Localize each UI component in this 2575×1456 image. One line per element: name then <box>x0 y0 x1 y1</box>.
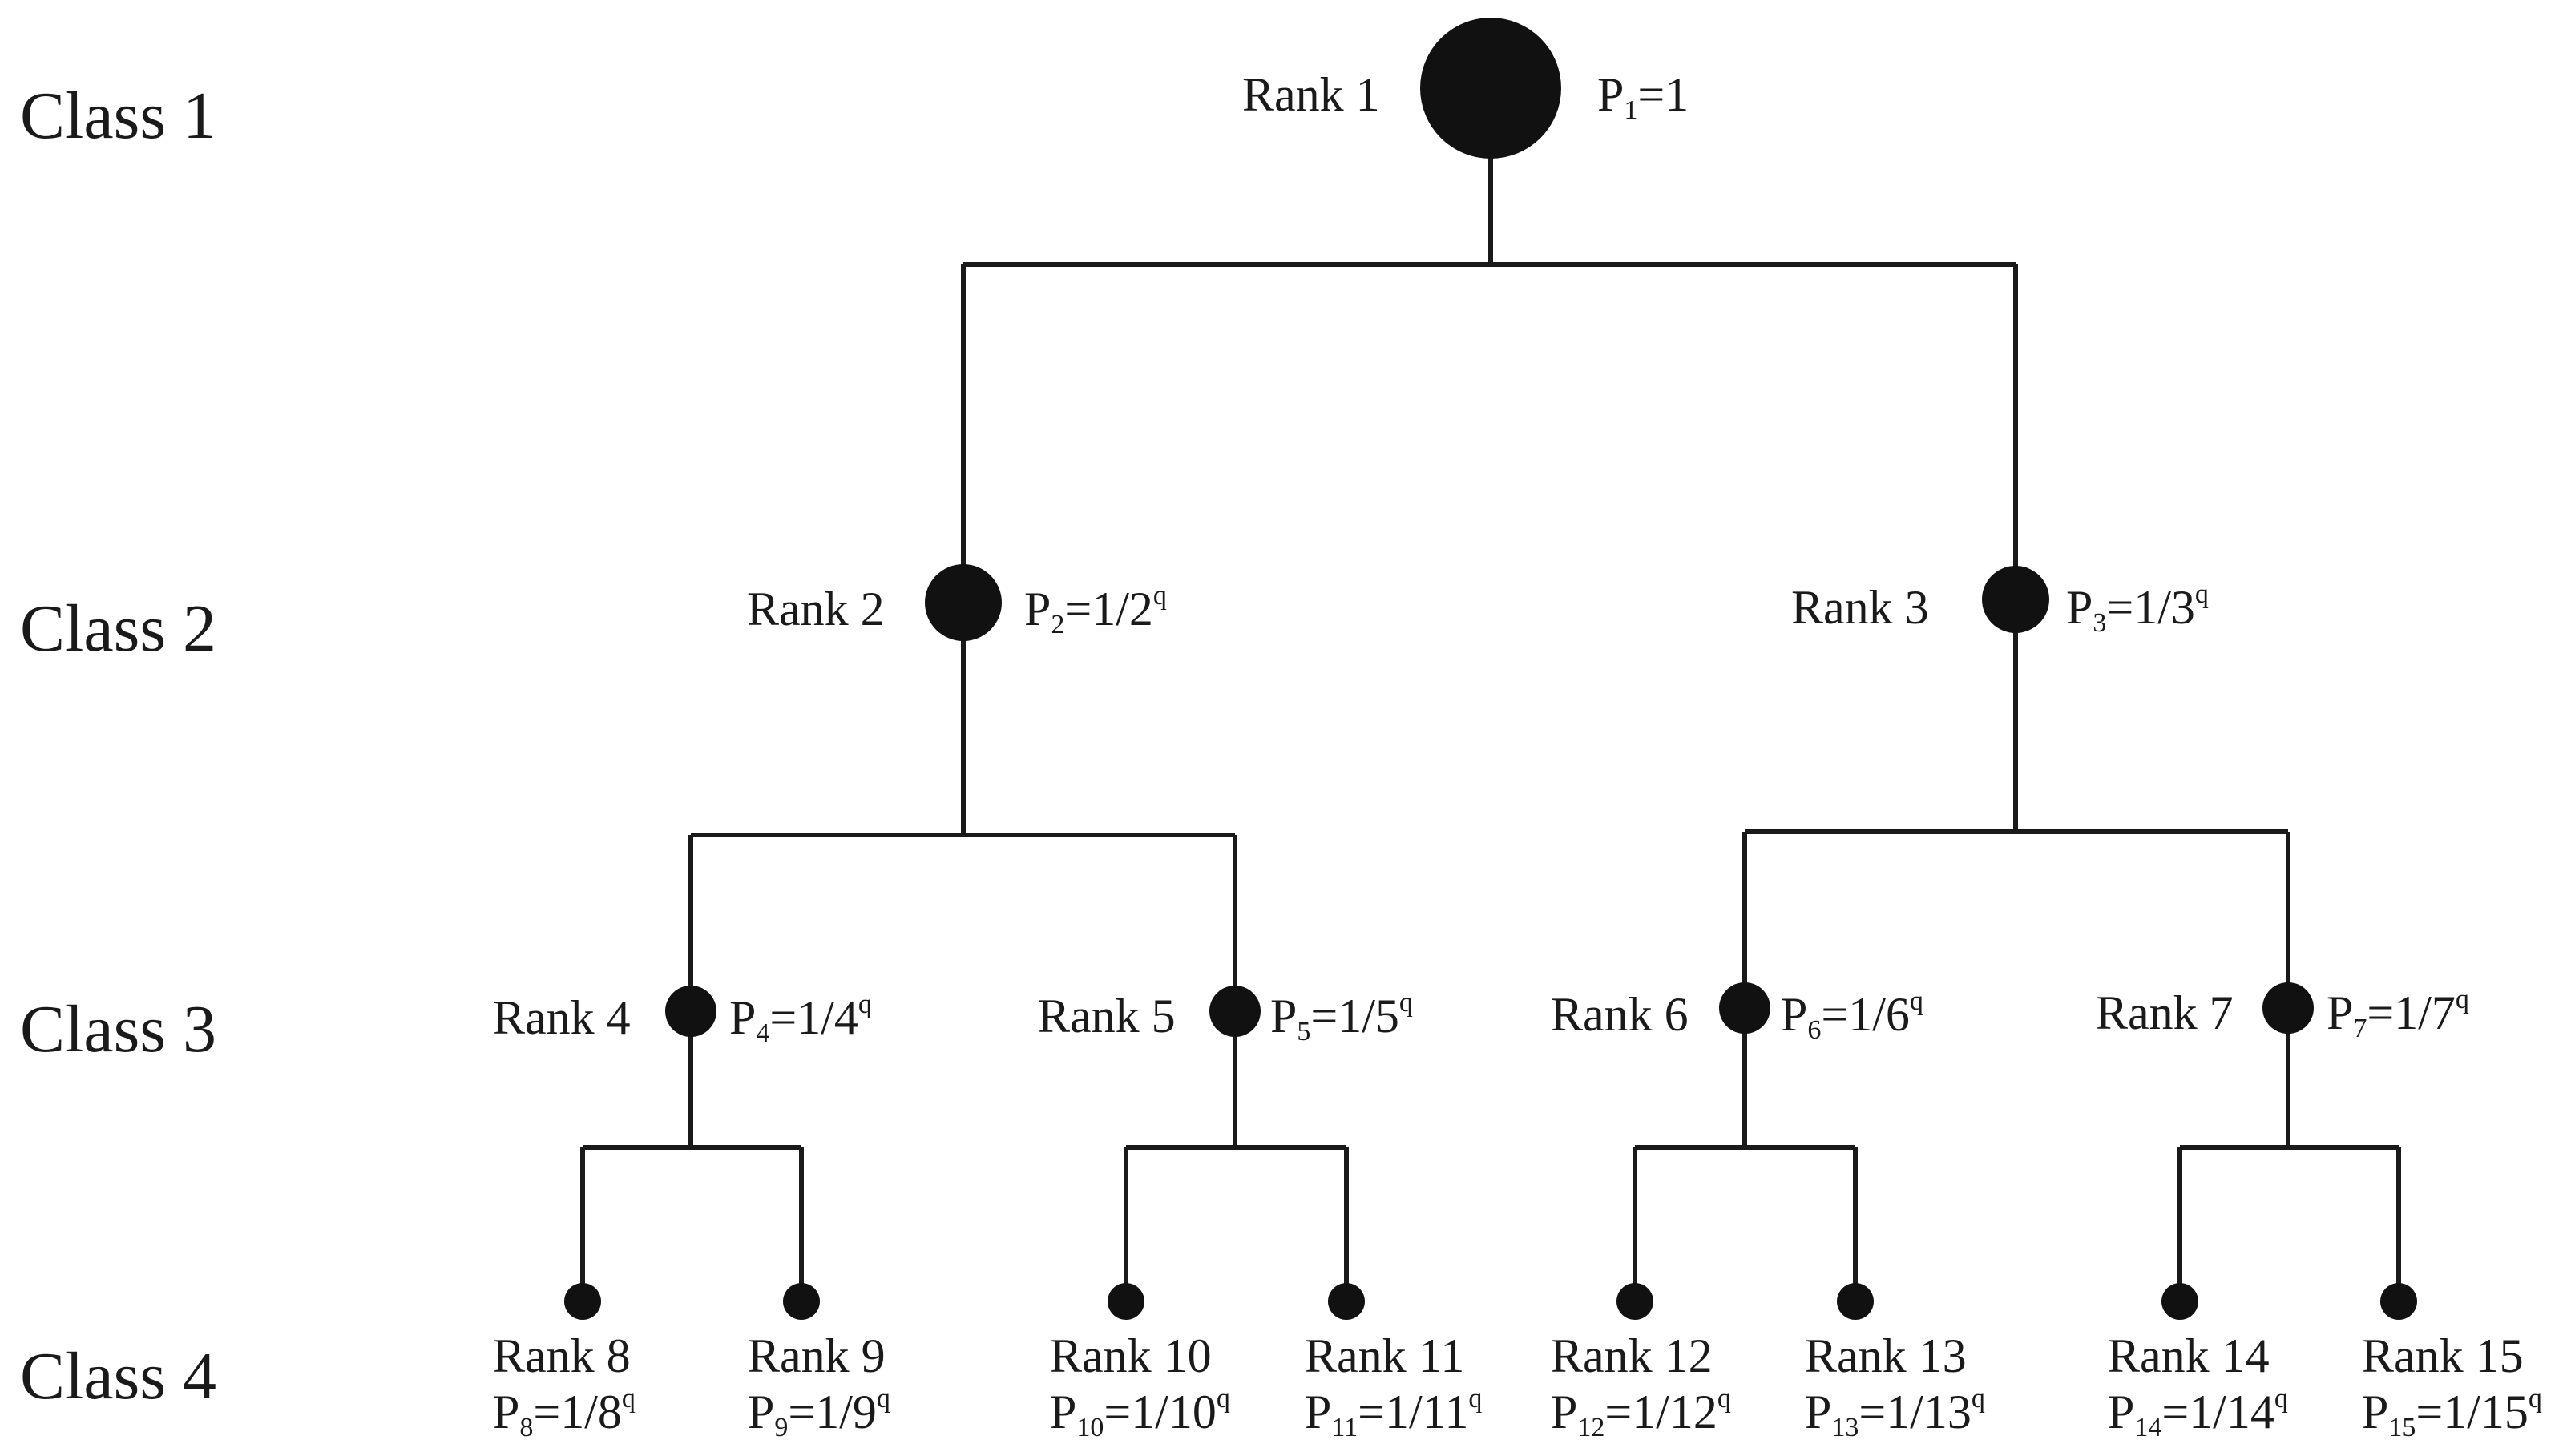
rank-label-12: Rank 12 <box>1551 1329 1713 1382</box>
prob-label-5: P5=1/5q <box>1270 988 1413 1047</box>
prob-label-12: P12=1/12q <box>1551 1384 1731 1442</box>
node-rank-10 <box>1108 1283 1144 1320</box>
node-rank-7 <box>2262 982 2314 1034</box>
rank-label-4: Rank 4 <box>493 991 631 1044</box>
prob-label-13: P13=1/13q <box>1805 1384 1985 1442</box>
rank-label-6: Rank 6 <box>1551 988 1689 1041</box>
rank-label-8: Rank 8 <box>493 1329 631 1382</box>
prob-label-1: P1=1 <box>1597 68 1689 125</box>
node-rank-8 <box>564 1283 601 1320</box>
rank-label-14: Rank 14 <box>2108 1329 2270 1382</box>
prob-label-14: P14=1/14q <box>2108 1384 2288 1442</box>
prob-label-9: P9=1/9q <box>748 1384 890 1442</box>
node-rank-12 <box>1616 1283 1653 1320</box>
rank-label-7: Rank 7 <box>2096 986 2234 1039</box>
rank-label-3: Rank 3 <box>1791 581 1929 634</box>
rank-label-15: Rank 15 <box>2362 1329 2524 1382</box>
prob-label-6: P6=1/6q <box>1781 986 1923 1045</box>
prob-label-8: P8=1/8q <box>493 1384 636 1442</box>
node-rank-6 <box>1719 982 1770 1034</box>
node-rank-11 <box>1328 1283 1365 1320</box>
prob-label-7: P7=1/7q <box>2327 985 2469 1043</box>
node-rank-15 <box>2380 1283 2417 1320</box>
prob-label-10: P10=1/10q <box>1050 1384 1230 1442</box>
prob-label-2: P2=1/2q <box>1024 581 1167 639</box>
node-rank-5 <box>1209 986 1261 1037</box>
rank-label-9: Rank 9 <box>748 1329 886 1382</box>
node-rank-13 <box>1837 1283 1874 1320</box>
tree-nodes <box>564 18 2417 1320</box>
rank-label-10: Rank 10 <box>1050 1329 1212 1382</box>
rank-labels: Rank 1 Rank 2 Rank 3 Rank 4 Rank 5 Rank … <box>493 68 2524 1382</box>
node-rank-9 <box>783 1283 820 1320</box>
tree-edges <box>580 157 2401 1301</box>
prob-label-11: P11=1/11q <box>1305 1384 1482 1442</box>
node-rank-1 <box>1420 18 1561 159</box>
class-label-3: Class 3 <box>20 992 216 1067</box>
rank-label-1: Rank 1 <box>1242 68 1380 121</box>
rank-label-13: Rank 13 <box>1805 1329 1967 1382</box>
prob-label-3: P3=1/3q <box>2066 579 2209 638</box>
rank-label-5: Rank 5 <box>1038 990 1176 1043</box>
probability-labels: P1=1 P2=1/2q P3=1/3q P4=1/4q P5=1/5q P6=… <box>493 68 2542 1442</box>
class-label-1: Class 1 <box>20 79 216 153</box>
node-rank-2 <box>925 564 1002 641</box>
prob-label-4: P4=1/4q <box>729 990 872 1048</box>
class-label-2: Class 2 <box>20 591 216 666</box>
node-rank-3 <box>1982 566 2049 633</box>
rank-label-2: Rank 2 <box>747 583 885 635</box>
node-rank-4 <box>665 986 716 1037</box>
class-label-4: Class 4 <box>20 1339 216 1414</box>
prob-label-15: P15=1/15q <box>2362 1384 2542 1442</box>
node-rank-14 <box>2161 1283 2198 1320</box>
rank-label-11: Rank 11 <box>1305 1329 1464 1382</box>
